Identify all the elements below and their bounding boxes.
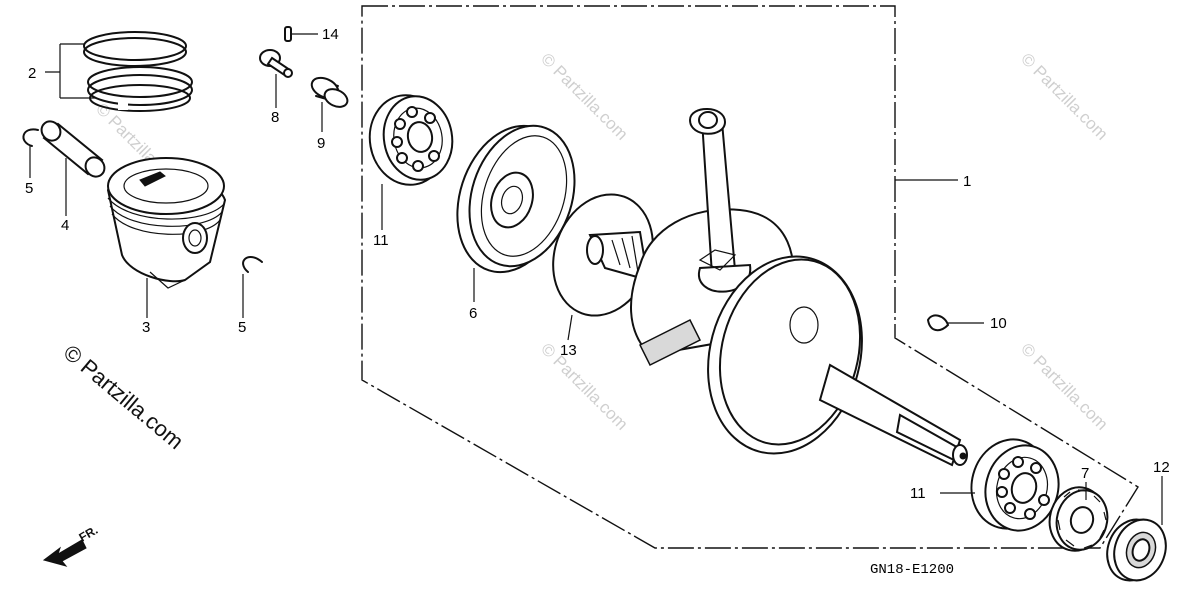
piston-ring-set <box>83 31 193 112</box>
dowel-pin <box>284 26 292 42</box>
watermark-main: © Partzilla.com <box>59 340 189 454</box>
piston-pin-clip-right <box>242 256 263 273</box>
callout-1: 1 <box>963 173 971 190</box>
watermarks: © Partzilla.com © Partzilla.com © Partzi… <box>59 49 1112 454</box>
oil-seal <box>1106 518 1167 582</box>
piston <box>106 157 227 289</box>
callout-11-right: 11 <box>910 485 926 502</box>
crankshaft-assembly-outline <box>361 5 1139 549</box>
cam-chain-guide-plate <box>456 124 576 274</box>
callout-5-left: 5 <box>25 180 33 197</box>
watermark-2: © Partzilla.com <box>1017 49 1111 143</box>
watermark-4: © Partzilla.com <box>1017 339 1111 433</box>
drive-sprocket <box>1048 486 1109 552</box>
crankshaft <box>586 108 968 467</box>
callout-9: 9 <box>317 135 325 152</box>
callout-11-left: 11 <box>373 232 389 249</box>
callout-14: 14 <box>322 26 339 43</box>
diagram-code: GN18-E1200 <box>870 562 954 578</box>
callout-10: 10 <box>990 315 1007 332</box>
front-direction-marker: FR. <box>42 523 100 567</box>
watermark-3: © Partzilla.com <box>537 339 631 433</box>
bearing-left <box>368 94 454 186</box>
callout-7: 7 <box>1081 465 1089 482</box>
callout-labels: 1 2 3 4 5 5 6 7 8 9 10 11 11 12 13 14 <box>25 26 1170 502</box>
callout-4: 4 <box>61 217 69 234</box>
leader-lines <box>29 33 1163 525</box>
bolt <box>259 49 293 78</box>
spring <box>310 76 349 108</box>
callout-8: 8 <box>271 109 279 126</box>
callout-2: 2 <box>28 65 36 82</box>
callout-13: 13 <box>560 342 577 359</box>
callout-3: 3 <box>142 319 150 336</box>
bearing-right <box>970 438 1060 532</box>
woodruff-key <box>926 314 950 332</box>
callout-5-right: 5 <box>238 319 246 336</box>
piston-pin-clip-left <box>22 128 39 147</box>
front-arrow-icon <box>42 539 87 567</box>
callout-12: 12 <box>1153 459 1170 476</box>
callout-6: 6 <box>469 305 477 322</box>
piston-pin <box>40 120 106 178</box>
